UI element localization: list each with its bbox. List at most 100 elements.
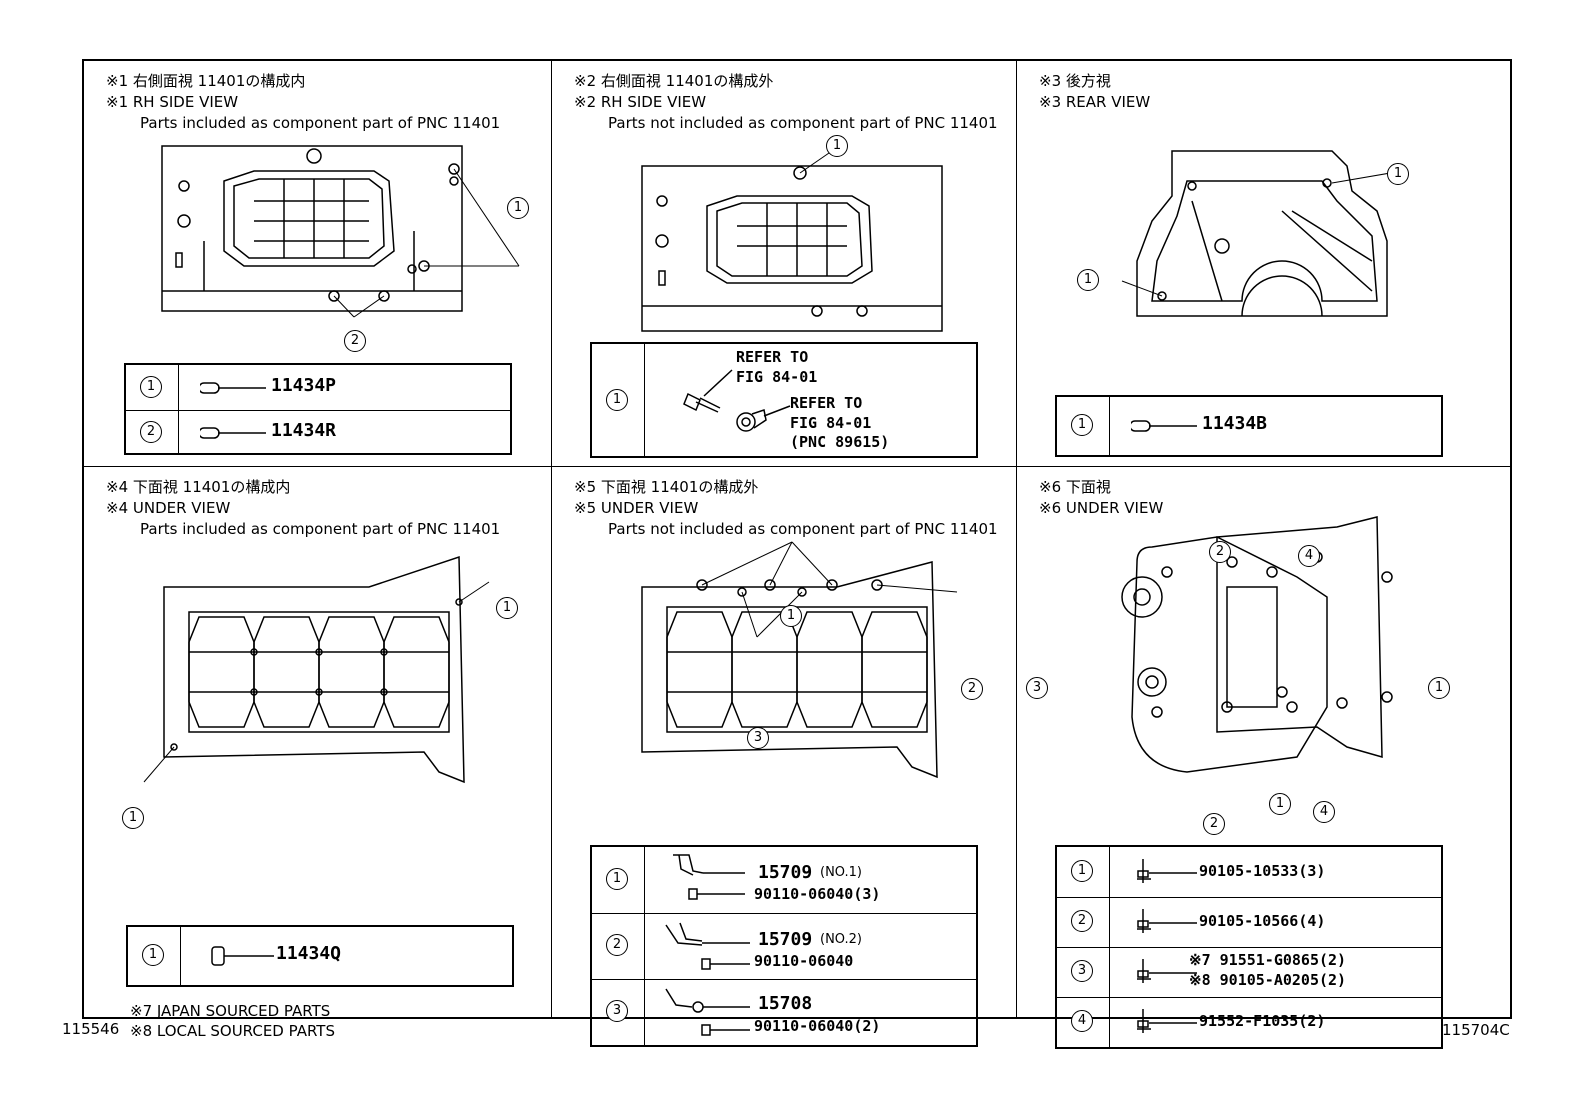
panel-header: ※6 下面視 ※6 UNDER VIEW	[1039, 477, 1163, 519]
callout-1: 1	[1077, 269, 1099, 291]
part-number-japan: ※7 91551-G0865(2)	[1189, 951, 1347, 969]
part-number: 15708	[758, 993, 813, 1014]
table-row: 1 11434Q	[128, 927, 512, 985]
header-en: ※1 RH SIDE VIEW	[106, 93, 239, 111]
bolt-number: 90110-06040(3)	[754, 885, 881, 903]
header-en: ※6 UNDER VIEW	[1039, 499, 1164, 517]
part-number: 11434P	[271, 375, 337, 396]
callout-4: 4	[1313, 801, 1335, 823]
table-row: 1 11434B	[1057, 397, 1441, 455]
diagram-frame: ※1 右側面視 11401の構成内 ※1 RH SIDE VIEW Parts …	[82, 59, 1512, 1049]
bolt-icon	[1137, 909, 1197, 933]
divider-horizontal	[84, 466, 1510, 467]
header-en: ※5 UNDER VIEW	[574, 499, 699, 517]
footer-note-japan: ※7 JAPAN SOURCED PARTS	[130, 1002, 331, 1020]
row-number: 4	[1071, 1010, 1093, 1032]
divider-vertical-2	[1016, 61, 1017, 1017]
callout-1: 1	[1387, 163, 1409, 185]
panel-rh-side-included: ※1 右側面視 11401の構成内 ※1 RH SIDE VIEW Parts …	[84, 61, 551, 466]
bolt-icon	[1137, 859, 1197, 883]
table-row: 2 90105-10566(4)	[1057, 897, 1441, 948]
header-desc: Parts not included as component part of …	[608, 520, 998, 538]
callout-1: 1	[122, 807, 144, 829]
row-number: 3	[1071, 960, 1093, 982]
row-number: 1	[140, 376, 162, 398]
row-number: 3	[606, 1000, 628, 1022]
header-desc: Parts included as component part of PNC …	[140, 520, 501, 538]
header-jp: ※2 右側面視 11401の構成外	[574, 72, 774, 90]
row-number: 2	[1071, 910, 1093, 932]
part-number: 11434R	[271, 420, 337, 441]
part-number: 15709	[758, 929, 813, 950]
oil-jet-icon	[665, 988, 750, 1036]
pin-icon	[1131, 420, 1197, 432]
refer-figure: FIG 84-01	[736, 368, 818, 386]
bolt-number: 90110-06040(2)	[754, 1017, 881, 1035]
callout-2: 2	[344, 330, 366, 352]
refer-label: REFER TO	[736, 348, 809, 366]
panel-under-view-not-included: ※5 下面視 11401の構成外 ※5 UNDER VIEW Parts not…	[552, 467, 1016, 1047]
row-number: 2	[606, 934, 628, 956]
panel-header: ※1 右側面視 11401の構成内 ※1 RH SIDE VIEW Parts …	[106, 71, 500, 134]
table-row: 1 11434P	[126, 365, 510, 411]
oil-jet-icon	[665, 922, 750, 970]
row-number: 1	[1071, 860, 1093, 882]
parts-table: 1 11434P 2 11434R	[124, 363, 512, 455]
row-number: 1	[142, 944, 164, 966]
callout-2: 2	[961, 678, 983, 700]
row-number: 1	[606, 389, 628, 411]
callout-1: 1	[507, 197, 529, 219]
panel-under-view-included: ※4 下面視 11401の構成内 ※4 UNDER VIEW Parts inc…	[84, 467, 551, 1017]
table-row: 1 15709 (NO.1) 90110-06040(3)	[592, 847, 976, 914]
parts-table: 1 11434B	[1055, 395, 1443, 457]
parts-table: 1 15709 (NO.1) 90110-06040(3) 2 15709 (N…	[590, 845, 978, 1047]
table-row: 1 REFER TO FIG 84-01 REFER TO FIG 84-01 …	[592, 344, 976, 456]
callout-1: 1	[496, 597, 518, 619]
illustration-id-right: 115704C	[1442, 1021, 1510, 1039]
panel-header: ※2 右側面視 11401の構成外 ※2 RH SIDE VIEW Parts …	[574, 71, 998, 134]
pin-icon	[211, 946, 274, 966]
bolt-icon	[683, 369, 733, 413]
header-jp: ※5 下面視 11401の構成外	[574, 478, 759, 496]
bolt-icon	[1137, 1009, 1197, 1033]
callout-1: 1	[1269, 793, 1291, 815]
refer-pnc: (PNC 89615)	[790, 433, 890, 451]
callout-1: 1	[1428, 677, 1450, 699]
engine-block-under-drawing	[143, 555, 490, 784]
refer-figure: FIG 84-01	[790, 414, 872, 432]
panel-rh-side-not-included: ※2 右側面視 11401の構成外 ※2 RH SIDE VIEW Parts …	[552, 61, 1016, 466]
part-number: 90105-10566(4)	[1199, 912, 1326, 930]
refer-label: REFER TO	[790, 394, 863, 412]
part-tag: (NO.1)	[820, 865, 862, 880]
header-jp: ※3 後方視	[1039, 72, 1111, 90]
illustration-id-left: 115546	[62, 1020, 120, 1038]
parts-table: 1 REFER TO FIG 84-01 REFER TO FIG 84-01 …	[590, 342, 978, 458]
engine-block-under-drawing	[641, 541, 958, 779]
oil-pan-under-drawing	[1121, 516, 1393, 773]
part-number: 11434Q	[276, 943, 342, 964]
engine-block-rear-drawing	[1121, 150, 1403, 317]
engine-block-rh-side-drawing	[641, 152, 943, 332]
header-desc: Parts not included as component part of …	[608, 114, 998, 132]
table-row: 3 15708 90110-06040(2)	[592, 979, 976, 1045]
pin-icon	[200, 427, 266, 439]
row-number: 1	[606, 868, 628, 890]
oil-jet-icon	[673, 854, 745, 900]
panel-header: ※4 下面視 11401の構成内 ※4 UNDER VIEW Parts inc…	[106, 477, 500, 540]
part-number: 91552-F1035(2)	[1199, 1012, 1326, 1030]
table-row: 3 ※7 91551-G0865(2) ※8 90105-A0205(2)	[1057, 947, 1441, 998]
table-row: 1 90105-10533(3)	[1057, 847, 1441, 898]
divider-vertical-1	[551, 61, 552, 1017]
part-number: 15709	[758, 862, 813, 883]
callout-4: 4	[1298, 545, 1320, 567]
table-row: 2 15709 (NO.2) 90110-06040	[592, 913, 976, 980]
callout-1: 1	[780, 605, 802, 627]
part-number: 90105-10533(3)	[1199, 862, 1326, 880]
header-desc: Parts included as component part of PNC …	[140, 114, 501, 132]
panel-under-view-bolts: ※6 下面視 ※6 UNDER VIEW 2 4 1 3 1 4 2	[1017, 467, 1510, 1049]
panel-header: ※5 下面視 11401の構成外 ※5 UNDER VIEW Parts not…	[574, 477, 998, 540]
bolt-number: 90110-06040	[754, 952, 854, 970]
sensor-icon	[736, 405, 791, 432]
header-jp: ※1 右側面視 11401の構成内	[106, 72, 306, 90]
header-en: ※4 UNDER VIEW	[106, 499, 231, 517]
